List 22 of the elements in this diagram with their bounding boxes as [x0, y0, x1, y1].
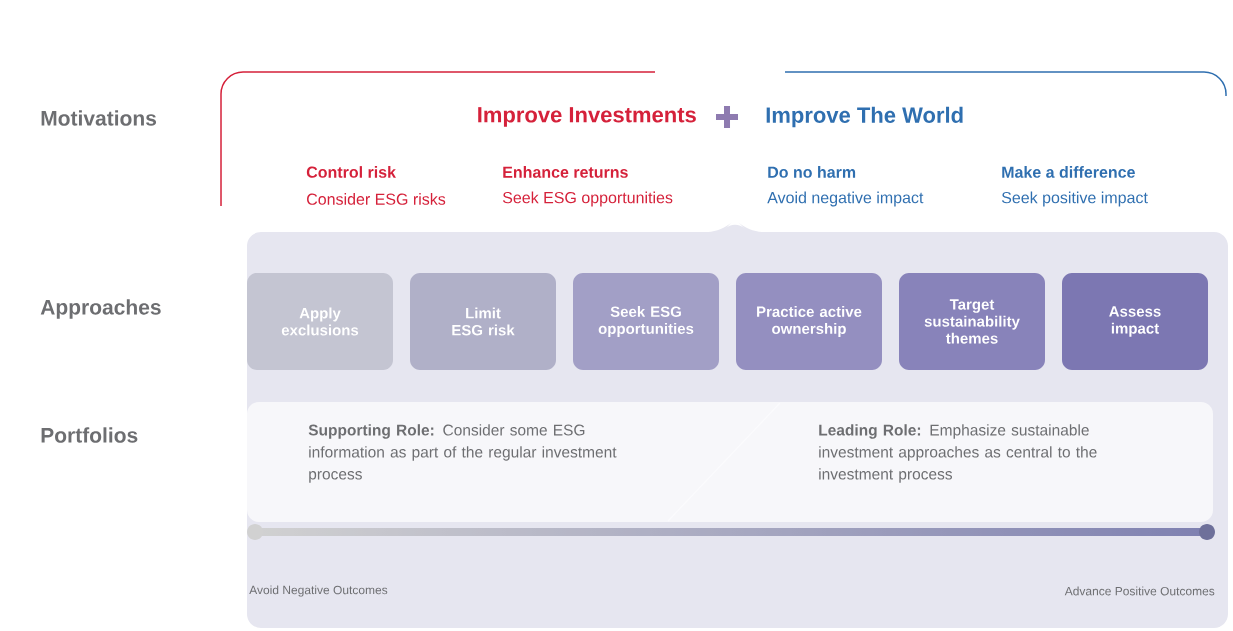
- approach-box: Target sustainability themes: [899, 273, 1045, 370]
- approach-box: Assess impact: [1062, 273, 1208, 370]
- label: Avoid Negative Outcomes: [249, 585, 388, 597]
- heading: Control risk: [306, 166, 396, 178]
- approach-box: Limit ESG risk: [410, 273, 556, 370]
- heading: Improve Investments: [478, 107, 696, 127]
- label: Advance Positive Outcomes: [1064, 586, 1215, 596]
- heading: Enhance returns: [503, 166, 628, 178]
- heading: Make a difference: [1002, 166, 1135, 178]
- label: Consider ESG risks: [307, 193, 446, 205]
- row-label: Approaches: [40, 299, 161, 319]
- approach-box: Practice active ownership: [736, 273, 882, 370]
- approach-box: Seek ESG opportunities: [573, 273, 719, 370]
- portfolio-box: Supporting Role: Consider some ESG information as part of the regular investment process Leading Role: Emphasize sustainable investment approaches as central to the investment process: [247, 402, 1213, 522]
- label: Seek ESG opportunities: [502, 191, 673, 207]
- approach-box: Apply exclusions: [247, 273, 393, 370]
- label: Seek positive impact: [1001, 191, 1148, 207]
- heading: Do no harm: [768, 166, 856, 178]
- label: Avoid negative impact: [767, 191, 924, 207]
- row-label: Motivations: [41, 110, 157, 126]
- row-label: Portfolios: [41, 427, 138, 443]
- heading: Improve The World: [766, 106, 963, 128]
